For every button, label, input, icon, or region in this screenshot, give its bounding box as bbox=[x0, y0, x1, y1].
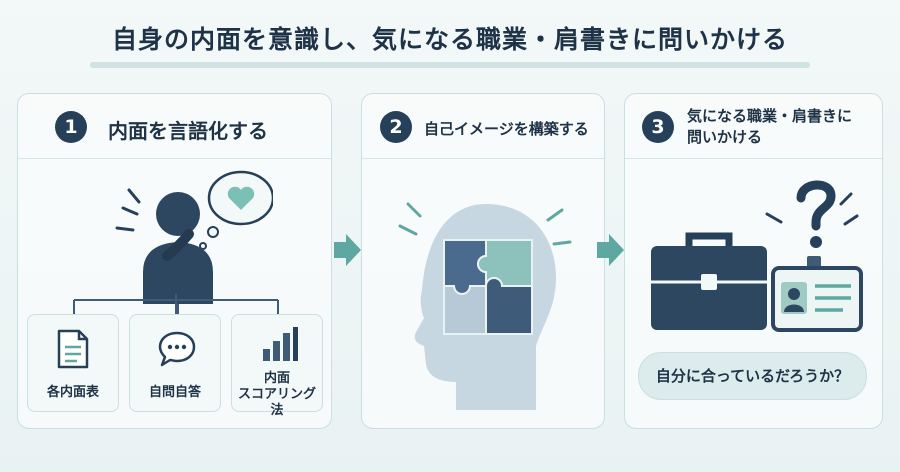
step-3-label: 気になる職業・肩書きに 問いかける bbox=[687, 107, 853, 146]
arrow-right-icon-2 bbox=[597, 234, 624, 266]
person-thinking-heart-icon bbox=[115, 170, 273, 314]
step-1-label: 内面を言語化する bbox=[108, 119, 268, 143]
tool-label-2: 自問自答 bbox=[148, 385, 201, 400]
tool-label-1: 各内面表 bbox=[46, 385, 99, 400]
step-3-panel: 3 気になる職業・肩書きに 問いかける 自分に合っているだろうか？ bbox=[624, 93, 883, 429]
id-card-icon bbox=[771, 256, 863, 332]
step-2-header: 2 自己イメージを構築する bbox=[362, 94, 604, 159]
tool-card-1: 各内面表 bbox=[27, 314, 119, 412]
question-pill: 自分に合っているだろうか？ bbox=[638, 352, 867, 400]
page-title: 自身の内面を意識し、気になる職業・肩書きに問いかける bbox=[111, 25, 788, 54]
tool-card-3: 内面 スコアリング法 bbox=[231, 314, 323, 418]
tool-card-2: 自問自答 bbox=[129, 314, 221, 412]
briefcase-icon bbox=[651, 232, 767, 330]
connector-lines bbox=[73, 294, 279, 316]
speech-bubble-icon bbox=[158, 331, 196, 367]
step-2-panel: 2 自己イメージを構築する bbox=[361, 93, 605, 429]
bar-chart-icon bbox=[263, 327, 298, 361]
tool-label-3: 内面 スコアリング法 bbox=[237, 371, 316, 418]
step-1-number: 1 bbox=[55, 111, 87, 143]
step-3-header: 3 気になる職業・肩書きに 問いかける bbox=[625, 94, 882, 159]
step-1-panel: 1 内面を言語化する 各内面表 bbox=[17, 93, 332, 429]
title-underline bbox=[90, 62, 810, 68]
document-icon bbox=[57, 329, 89, 369]
step-2-label: 自己イメージを構築する bbox=[424, 120, 589, 138]
step-3-number: 3 bbox=[642, 111, 674, 143]
arrow-right-icon-1 bbox=[334, 234, 361, 266]
question-mark-icon bbox=[765, 180, 859, 248]
step-1-header: 1 内面を言語化する bbox=[18, 94, 331, 159]
step-2-number: 2 bbox=[380, 111, 412, 143]
head-puzzle-icon bbox=[398, 202, 572, 410]
